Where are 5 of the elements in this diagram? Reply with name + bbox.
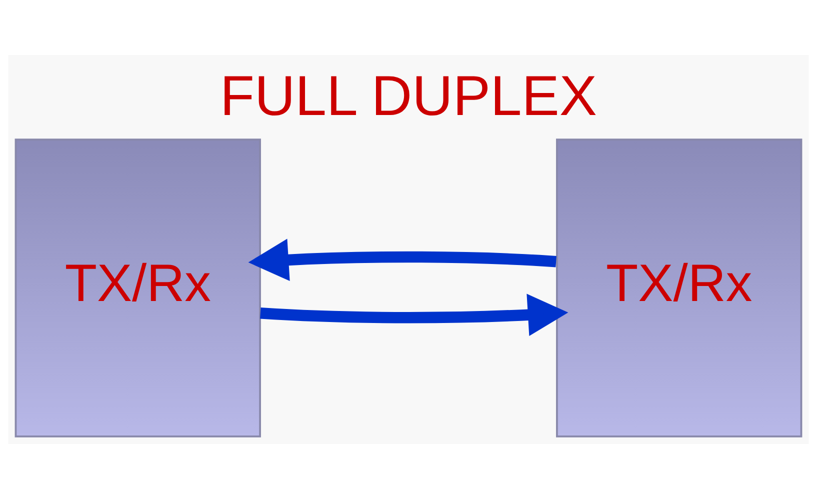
node-box: TX/Rx — [556, 138, 802, 438]
node-box: TX/Rx — [14, 138, 261, 438]
arrow — [248, 238, 556, 282]
arrow — [260, 294, 568, 336]
diagram-title: FULL DUPLEX — [220, 64, 597, 128]
